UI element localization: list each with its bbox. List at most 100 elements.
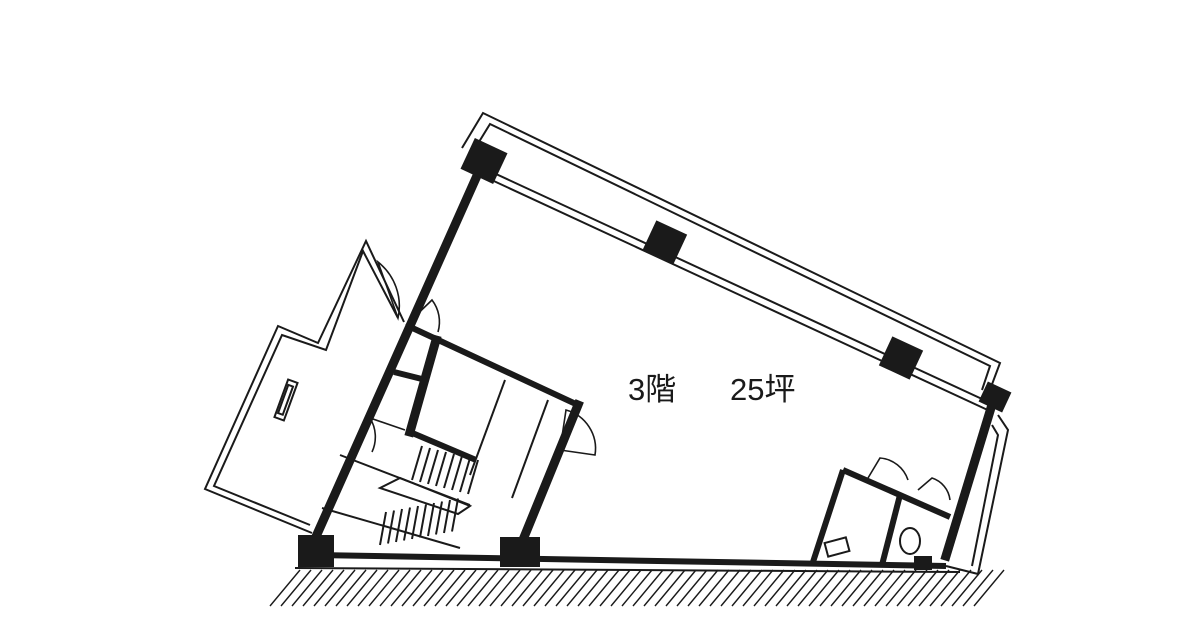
toilet-rooms (809, 467, 952, 566)
hatch-line (852, 569, 884, 607)
stair-tread (403, 507, 411, 541)
stair-tread (443, 453, 455, 489)
stair-tread (435, 501, 443, 535)
hatch-line (566, 569, 598, 607)
area-label: 25坪 (730, 372, 795, 407)
column (500, 537, 540, 567)
hatch-line (478, 569, 510, 607)
hatch-line (940, 569, 972, 607)
stair-tread (459, 457, 471, 493)
hatch-line (874, 569, 906, 607)
hatch-line (962, 569, 994, 607)
hatch-line (775, 569, 807, 607)
hatch-line (654, 569, 686, 607)
hatch-line (401, 569, 433, 607)
hatch-line (797, 569, 829, 607)
ground-hatching (269, 567, 1005, 607)
hatch-line (577, 569, 609, 607)
hatch-line (335, 569, 367, 607)
stair-tread (411, 505, 419, 540)
hatch-line (500, 569, 532, 607)
hatch-line (544, 569, 576, 607)
hatch-line (533, 569, 565, 607)
hatch-line (731, 569, 763, 607)
door-swing (376, 259, 401, 321)
hatch-line (753, 569, 785, 607)
hatch-line (929, 569, 961, 607)
stair-tread (419, 504, 427, 538)
exterior-walls (304, 154, 1000, 569)
hatch-line (830, 569, 862, 607)
hatch-line (918, 569, 950, 607)
hatch-line (522, 569, 554, 607)
hatch-line (841, 569, 873, 607)
hatch-line (269, 569, 301, 607)
stair-tread (443, 499, 451, 534)
balcony-drain (273, 378, 299, 422)
hatch-line (786, 569, 818, 607)
hatch-line (423, 569, 455, 607)
balcony-outline (203, 238, 405, 534)
hatch-line (599, 569, 631, 607)
column (878, 336, 924, 380)
stair-tread (411, 445, 423, 481)
hatch-line (676, 569, 708, 607)
column (978, 381, 1012, 413)
hatch-line (819, 569, 851, 607)
stairs (321, 445, 479, 549)
hatch-line (632, 569, 664, 607)
door-swing (405, 298, 441, 333)
hatch-line (896, 569, 928, 607)
stair-tread (435, 451, 447, 487)
hatch-line (621, 569, 653, 607)
columns (298, 137, 1012, 570)
stair-tread (395, 508, 403, 543)
door-swing (368, 416, 406, 453)
hatch-line (456, 569, 488, 607)
column (460, 137, 508, 185)
hatch-line (346, 569, 378, 607)
core-walls (393, 322, 584, 558)
stair-tread (387, 510, 395, 544)
stair-tread (379, 511, 387, 546)
hatch-line (687, 569, 719, 607)
floor-label: 3階 (628, 372, 676, 407)
door-swing (867, 457, 909, 481)
doors (368, 259, 951, 501)
hatch-line (412, 569, 444, 607)
hatch-line (445, 569, 477, 607)
hatch-line (742, 569, 774, 607)
column (298, 535, 334, 567)
right-annex (945, 414, 1010, 576)
hatch-line (588, 569, 620, 607)
hatch-line (709, 569, 741, 607)
stair-tread (419, 447, 431, 483)
hatch-line (390, 569, 422, 607)
stair-tread (467, 459, 479, 495)
hatch-line (368, 569, 400, 607)
hatch-line (907, 569, 939, 607)
hatch-line (720, 569, 752, 607)
hatch-line (357, 569, 389, 607)
hatch-line (379, 569, 411, 607)
hatch-line (489, 569, 521, 607)
hatch-line (291, 569, 323, 607)
hatch-line (313, 569, 345, 607)
stair-tread (451, 498, 459, 532)
hatch-line (511, 569, 543, 607)
stair-tread (451, 455, 463, 491)
hatch-line (863, 569, 895, 607)
toilet-icon (899, 527, 921, 555)
hatch-line (302, 569, 334, 607)
hatch-line (467, 569, 499, 607)
hatch-line (808, 569, 840, 607)
hatch-line (698, 569, 730, 607)
column (642, 220, 688, 264)
sink-icon (823, 536, 851, 558)
hatch-line (324, 569, 356, 607)
hatch-line (643, 569, 675, 607)
hatch-line (434, 569, 466, 607)
door-swing (559, 408, 597, 456)
hatch-line (973, 569, 1005, 607)
hatch-line (665, 569, 697, 607)
